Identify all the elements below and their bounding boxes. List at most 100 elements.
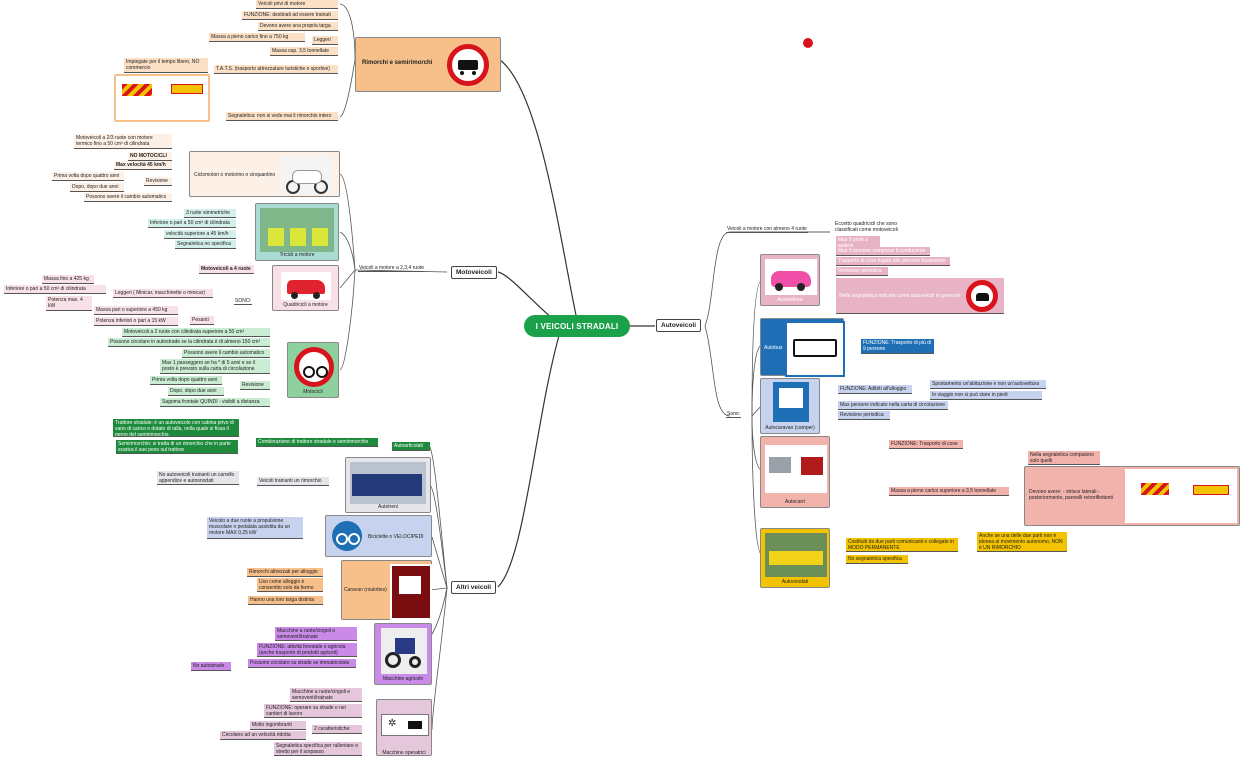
operatrici-item: FUNZIONE: operare su strade o nei cantie… <box>264 704 362 718</box>
autocarri-node[interactable]: Autocarri <box>760 436 830 508</box>
caravan-item: Rimorchi attrezzati per alloggio <box>247 568 323 577</box>
minicar-image <box>281 272 331 300</box>
autosnodati-item: Anche se una delle due parti non è idone… <box>977 532 1067 552</box>
motocicli-item: Prima volta dopo quattro anni <box>150 376 222 385</box>
tricicli-item: Inferiore o pari a 50 cm³ di cilindrata <box>148 219 236 228</box>
agricole-item: FUNZIONE: attività forestale o agricola … <box>257 643 357 657</box>
operatrici-item: Molto ingombranti <box>250 721 306 730</box>
motocicli-item: Possono circolare in autostrade se la ci… <box>108 338 270 347</box>
rimorchi-item: T.A.T.S. (trasporto attrezzature turisti… <box>214 65 338 74</box>
operatrici-title: Macchine operatrici <box>382 750 426 756</box>
autoarticolati-title[interactable]: Autoarticolati <box>392 442 430 451</box>
autocaravan-node[interactable]: Autocaravan (camper) <box>760 378 820 434</box>
camper-sign-icon <box>773 382 809 422</box>
autotreni-note: No autoveicoli trainanti un carrello app… <box>157 471 239 485</box>
quad-item: Pesanti <box>190 316 214 325</box>
autovetture-item: Trasporto di cose legate alle persone tr… <box>836 257 950 266</box>
operator-sign-icon: ✲ <box>381 714 429 736</box>
operatrici-item: Circolano ad un velocità ridotta <box>220 731 306 740</box>
autosnodati-node[interactable]: Autosnodati <box>760 528 830 588</box>
rimorchi-item: Devono avere una propria targa <box>258 22 338 31</box>
autovetture-item: Max 9 persone compreso il conducente <box>836 247 930 256</box>
moto-link-label: Veicoli a motore a 2,3,4 ruote <box>358 265 426 272</box>
autovetture-segnaletica-text: Nella segnaletica indicate come autoveic… <box>839 293 961 299</box>
bicycle-sign-icon <box>332 521 362 551</box>
branch-motoveicoli[interactable]: Motoveicoli <box>451 266 497 279</box>
central-topic[interactable]: I VEICOLI STRADALI <box>524 315 630 337</box>
caravan-item: Hanno una loro targa distinta <box>248 596 323 605</box>
bici-note: Veicolo a due ruote a propulsione muscol… <box>207 517 303 539</box>
motocicli-node[interactable]: Motocicli <box>287 342 339 398</box>
branch-autoveicoli[interactable]: Autoveicoli <box>656 319 702 332</box>
autosnodati-title: Autosnodati <box>781 579 809 585</box>
tricicli-item: Segnaletica no specifica <box>175 240 236 249</box>
autotreni-node[interactable]: Autotreni <box>345 457 431 513</box>
autocarri-devono-node: Devono avere: - strisce laterali -poster… <box>1024 466 1240 526</box>
autocarri-title: Autocarri <box>784 499 805 505</box>
agricole-node[interactable]: Macchine agricole <box>374 623 432 685</box>
tricicli-title: Tricicli a motore <box>279 252 315 258</box>
semirimorchio-definition: Semirimorchio: si tratta di un rimorchio… <box>116 440 238 454</box>
ciclo-item: Max velocità 45 km/h <box>114 161 172 170</box>
autovetture-node[interactable]: Autovetture <box>760 254 820 306</box>
ciclo-item: Dopo, dopo due anni <box>70 183 124 192</box>
autocarri-massa: Massa a pieno carico superiore a 3,5 ton… <box>889 487 1009 496</box>
operatrici-item: Segnaletica specifica per rallentare e s… <box>274 742 362 756</box>
autoarticolati-link: Combinazione di trattore stradale e semi… <box>256 438 378 447</box>
tricicli-item: 3 ruote simmetriche <box>184 209 236 218</box>
toy-car-image <box>765 259 817 295</box>
bici-title: Biciclette o VELOCIPEDI <box>368 534 424 540</box>
autovetture-title: Autovetture <box>777 297 803 303</box>
quadricicli-title: Quadricicli a motore <box>283 302 328 308</box>
autocaravan-item: Spostamento un'abitazione e non un'autov… <box>930 380 1046 389</box>
rimorchi-title: Rimorchi e semirimorchi <box>362 60 433 66</box>
quad-item: Potenza max. 4 kW <box>46 296 92 311</box>
autocarri-funzione: FUNZIONE: Trasporto di cose <box>889 440 963 449</box>
rimorchi-item: Leggeri <box>312 36 338 45</box>
truck-trailer-image <box>350 462 426 504</box>
rimorchi-item: Veicoli privi di motore <box>256 0 338 9</box>
autobus-title: Autobus <box>764 345 783 351</box>
ciclo-item: NO MOTOCICLI <box>128 152 172 161</box>
quadricicli-node[interactable]: Quadricicli a motore <box>272 265 339 311</box>
autotreni-title: Autotreni <box>377 504 398 510</box>
autocarri-segnaletica: Nella segnaletica compaiono solo quelli <box>1028 451 1100 465</box>
caravan-node[interactable]: Caravan (roulottes) <box>341 560 432 620</box>
autocaravan-item: In viaggio non si può stare in piedi <box>930 391 1042 400</box>
tricycle-image <box>260 208 334 252</box>
ciclo-item: Revisione <box>144 177 172 186</box>
autocaravan-item: FUNZIONE: Adibiti all'alloggio <box>838 385 912 394</box>
operatrici-item: Macchine a ruote/cingoli e semoventi/tra… <box>290 688 362 702</box>
autobus-node[interactable]: Autobus <box>760 318 845 377</box>
operatrici-node[interactable]: ✲ Macchine operatrici <box>376 699 432 756</box>
rimorchi-item: Segnaletica: non si vede mai il rimorchi… <box>226 112 338 121</box>
motocicli-item: Sagoma frontale QUINDI - visibili a dist… <box>160 398 270 407</box>
autotreni-link: Veicoli trainanti un rimorchio <box>257 477 329 486</box>
articulated-bus-image <box>765 533 827 577</box>
bici-node[interactable]: Biciclette o VELOCIPEDI <box>325 515 432 557</box>
no-trailer-sign-icon <box>447 44 489 86</box>
motocicli-item: Max 1 passeggero se ha * di 5 anni e se … <box>160 359 270 374</box>
ciclo-item: Prima volta dopo quattro anni <box>52 172 124 181</box>
agricole-title: Macchine agricole <box>382 676 424 682</box>
tricicli-node[interactable]: Tricicli a motore <box>255 203 339 261</box>
rimorchi-item: Massa a pieno carico fino a 750 kg <box>209 33 305 42</box>
autobus-funzione: FUNZIONE: Trasporto di più di 9 persone <box>861 339 934 354</box>
tractor-image <box>381 628 427 674</box>
motocicli-item: Dopo, dopo due anni <box>168 387 224 396</box>
quad-item: Inferiore o pari a 50 cm³ di cilindrata <box>4 285 106 294</box>
reflective-panel-icon <box>171 84 203 94</box>
branch-altri-veicoli[interactable]: Altri veicoli <box>451 581 497 594</box>
ciclomotori-node[interactable]: Ciclomotori o motorino o cinquantino <box>189 151 340 197</box>
autocaravan-item: Revisione periodica <box>838 411 890 420</box>
trattore-definition: Trattore stradale: è un autoveicolo con … <box>113 419 239 437</box>
rimorchi-item: Massa sup. 3,5 tonnellate <box>270 47 338 56</box>
quad-item: Massa fino a 425 kg <box>42 275 94 284</box>
caravan-sign-icon <box>390 564 432 620</box>
tricicli-item: velocità superiore a 45 km/h <box>164 230 236 239</box>
quad-item: Potenza inferiori o pari a 15 kW <box>94 317 178 326</box>
motocicli-item: Motoveicoli a 2 ruote con cilindrata sup… <box>122 328 270 337</box>
no-motorcycle-sign-icon <box>294 347 334 387</box>
motocicli-item: Revisione <box>240 381 270 390</box>
operatrici-item: 2 caratteristiche: <box>312 725 362 734</box>
